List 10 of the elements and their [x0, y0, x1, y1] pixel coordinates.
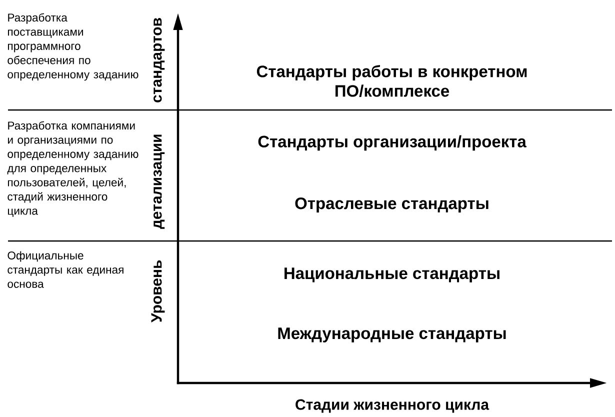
standard-level-label: Стандарты организации/проекта	[258, 135, 526, 151]
axis-title: Уровень детализации стандартов	[151, 18, 165, 322]
standard-level-label: Национальные стандарты	[284, 268, 500, 282]
standard-level-label: Отраслевые стандарты	[295, 198, 488, 212]
row-description: Разработка компаниями и организациями по определенному заданию для определенных пользователей, целей, стадий жизненного цикла	[7, 121, 138, 217]
standard-level-label: Стандарты работы в конкретном ПО/комплексе	[256, 65, 527, 97]
row-description: Разработка поставщиками программного обеспечения по определенному заданию	[8, 13, 138, 81]
row-description: Официальные стандарты как единая основа	[8, 251, 124, 288]
axis-title: Стадии жизненного цикла	[296, 399, 490, 413]
standard-level-label: Международные стандарты	[278, 328, 506, 342]
